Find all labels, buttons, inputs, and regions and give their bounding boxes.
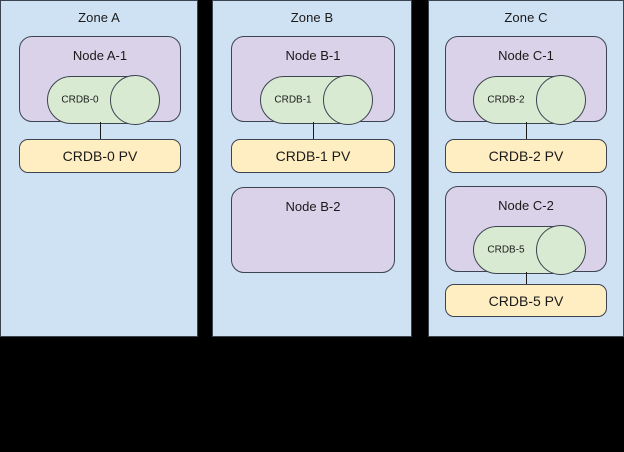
database-crdb-5-label: CRDB-5 [487,244,525,256]
connector-crdb-2 [526,122,527,139]
database-crdb-1-label: CRDB-1 [274,94,312,106]
connector-crdb-0 [100,122,101,139]
zone-a: Zone A Node A-1 CRDB-0 CRDB-0 PV [0,0,198,337]
database-crdb-0-label: CRDB-0 [61,94,99,106]
pv-crdb-1: CRDB-1 PV [231,139,395,173]
pv-crdb-2-label: CRDB-2 PV [488,148,564,164]
database-crdb-0: CRDB-0 [47,75,160,125]
node-c-2-label: Node C-2 [498,198,554,213]
connector-crdb-5 [526,272,527,284]
zone-c-label: Zone C [504,10,548,25]
node-b-2-label: Node B-2 [285,199,341,214]
database-cylinder-cap [536,225,586,275]
database-cylinder-cap [323,75,373,125]
node-b-2: Node B-2 [231,187,395,273]
pv-crdb-5: CRDB-5 PV [445,284,607,317]
pv-crdb-2: CRDB-2 PV [445,139,607,173]
node-b-1-label: Node B-1 [285,48,341,63]
zone-b-label: Zone B [290,10,334,25]
pv-crdb-0-label: CRDB-0 PV [62,148,138,164]
pv-crdb-1-label: CRDB-1 PV [275,148,351,164]
database-crdb-5: CRDB-5 [473,225,586,275]
database-crdb-2-label: CRDB-2 [487,94,525,106]
node-c-1-label: Node C-1 [498,48,554,63]
zone-b: Zone B Node B-1 CRDB-1 CRDB-1 PV Node B-… [212,0,412,337]
node-a-1-label: Node A-1 [72,48,128,63]
zone-c: Zone C Node C-1 CRDB-2 CRDB-2 PV Node C-… [428,0,624,337]
pv-crdb-5-label: CRDB-5 PV [488,292,564,309]
database-cylinder-cap [110,75,160,125]
pv-crdb-0: CRDB-0 PV [19,139,181,173]
database-crdb-2: CRDB-2 [473,75,586,125]
database-crdb-1: CRDB-1 [260,75,373,125]
zone-a-label: Zone A [78,10,120,25]
connector-crdb-1 [313,122,314,139]
database-cylinder-cap [536,75,586,125]
